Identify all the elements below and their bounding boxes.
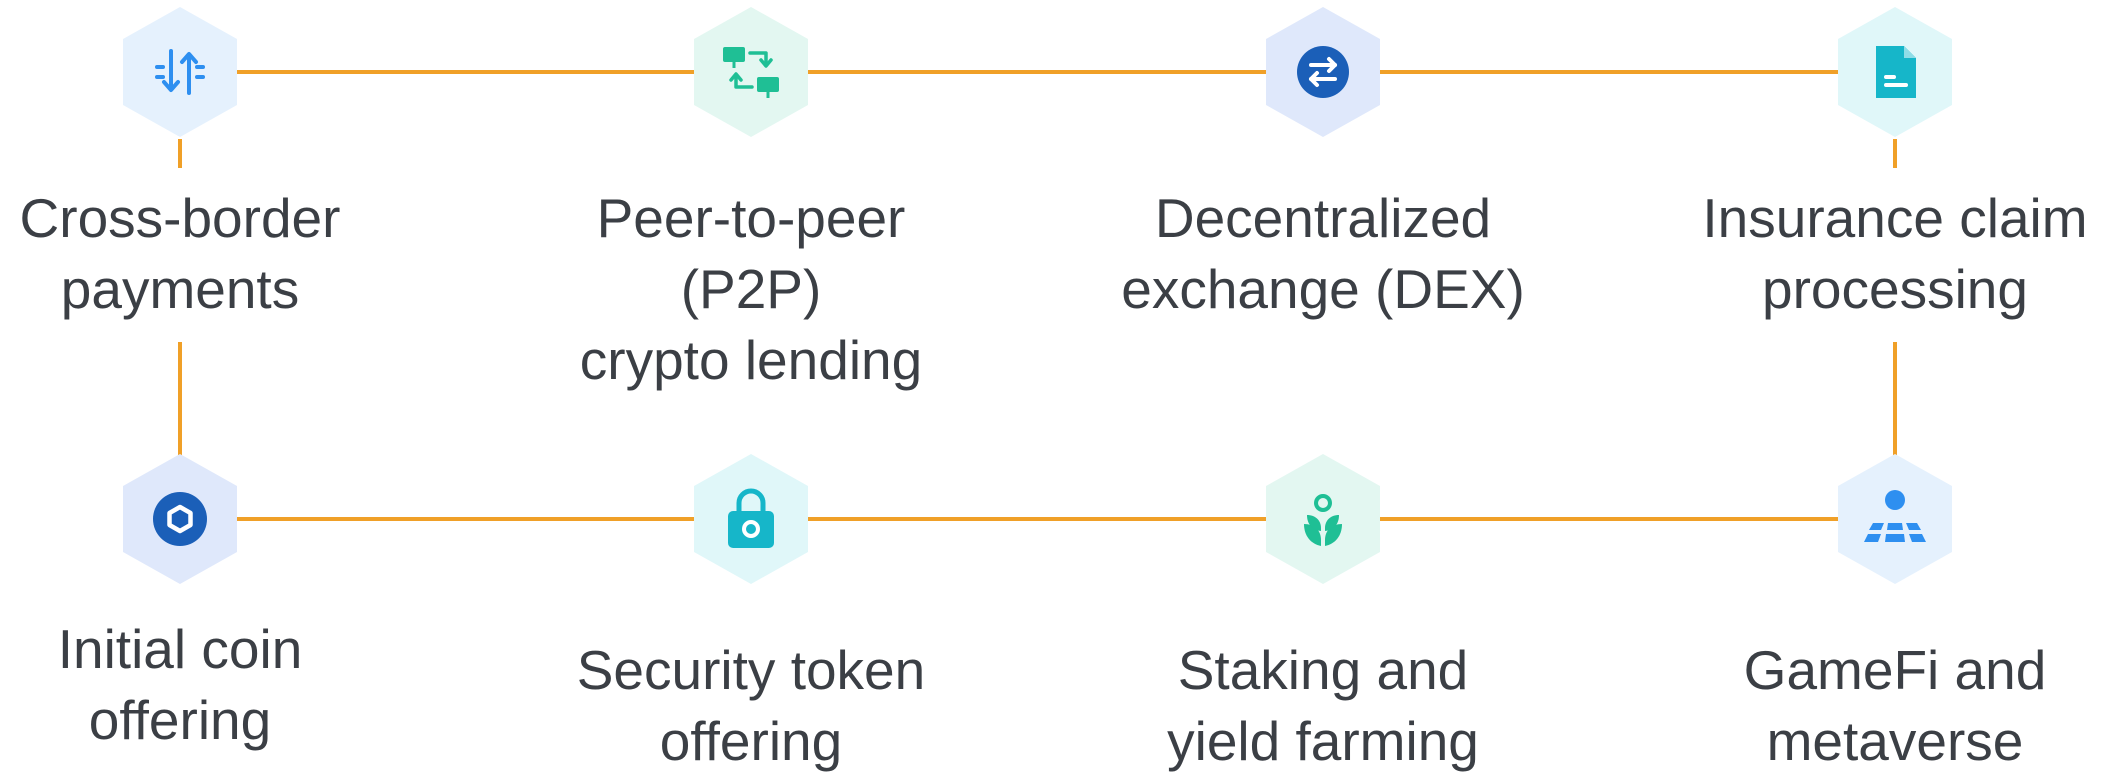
label-insurance-claim-processing: Insurance claim processing bbox=[1685, 181, 2105, 327]
hexagon-badge bbox=[694, 7, 808, 137]
sprout-icon bbox=[1304, 494, 1342, 546]
label-initial-coin-offering: Initial coin offering bbox=[0, 612, 390, 758]
label-line-2: exchange (DEX) bbox=[1121, 258, 1525, 320]
node-decentralized-exchange bbox=[1264, 5, 1382, 139]
padlock-icon bbox=[728, 488, 774, 548]
label-line-1: Staking and bbox=[1177, 639, 1469, 701]
label-line-2: crypto lending bbox=[579, 329, 923, 391]
label-line-2: yield farming bbox=[1167, 710, 1479, 772]
label-line-2: payments bbox=[60, 258, 300, 320]
peer-exchange-icon bbox=[723, 47, 779, 98]
hexagon-badge bbox=[1266, 454, 1380, 584]
label-line-1: Initial coin bbox=[57, 618, 303, 680]
label-line-1: Decentralized bbox=[1154, 187, 1492, 249]
transfer-arrows-icon bbox=[155, 49, 205, 95]
label-staking-yield-farming: Staking and yield farming bbox=[1113, 633, 1533, 779]
node-insurance-claim-processing bbox=[1836, 5, 1954, 139]
label-line-1: Cross-border bbox=[19, 187, 341, 249]
coin-hexagon-icon bbox=[153, 492, 207, 546]
node-gamefi-metaverse bbox=[1836, 452, 1954, 586]
label-cross-border-payments: Cross-border payments bbox=[0, 181, 390, 327]
label-line-1: Insurance claim bbox=[1702, 187, 2088, 249]
label-line-2: processing bbox=[1762, 258, 2028, 320]
label-p2p-crypto-lending: Peer-to-peer (P2P) crypto lending bbox=[541, 181, 961, 398]
node-p2p-crypto-lending bbox=[692, 5, 810, 139]
label-security-token-offering: Security token offering bbox=[541, 633, 961, 779]
document-icon bbox=[1876, 46, 1916, 98]
node-security-token-offering bbox=[692, 452, 810, 586]
label-gamefi-metaverse: GameFi and metaverse bbox=[1685, 633, 2105, 779]
node-cross-border-payments bbox=[121, 5, 239, 139]
node-initial-coin-offering bbox=[121, 452, 239, 586]
label-line-1: GameFi and bbox=[1743, 639, 2047, 701]
hexagon-badge bbox=[123, 7, 237, 137]
hexagon-badge bbox=[1838, 454, 1952, 584]
label-decentralized-exchange: Decentralized exchange (DEX) bbox=[1113, 181, 1533, 327]
label-line-2: offering bbox=[659, 710, 843, 772]
label-line-1: Peer-to-peer (P2P) bbox=[596, 187, 906, 320]
label-line-2: offering bbox=[88, 689, 272, 751]
player-grid-icon bbox=[1864, 490, 1926, 542]
swap-arrows-icon bbox=[1297, 46, 1349, 98]
node-staking-yield-farming bbox=[1264, 452, 1382, 586]
label-line-1: Security token bbox=[576, 639, 926, 701]
label-line-2: metaverse bbox=[1766, 710, 2024, 772]
